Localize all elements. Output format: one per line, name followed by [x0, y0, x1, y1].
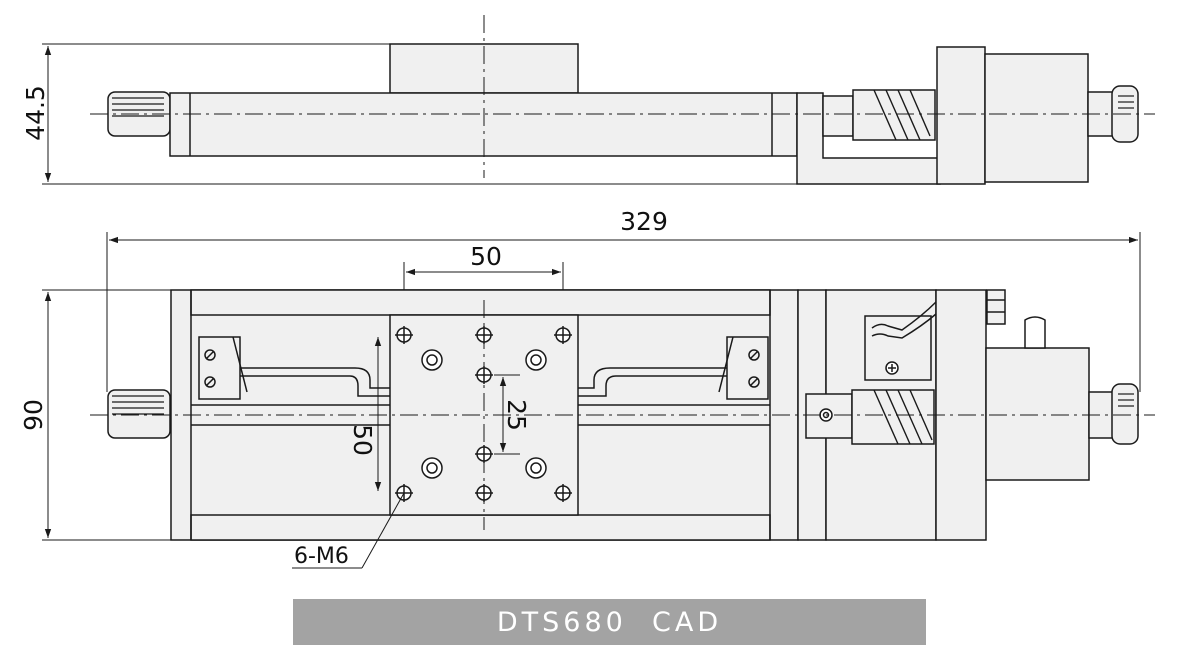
cad-drawing: 44.5	[19, 15, 1155, 569]
dim-text-overall-width: 90	[19, 399, 48, 431]
left-slot	[240, 367, 390, 389]
side-motor-body	[984, 53, 1089, 183]
hole	[554, 326, 572, 344]
right-limit-block	[726, 336, 769, 400]
dim-overall-width	[42, 289, 172, 541]
side-motor-flange	[936, 46, 986, 185]
dim-text-hole-spacing-x: 50	[470, 242, 502, 271]
motor-body	[985, 347, 1090, 481]
caption-title: DTS680 CAD	[496, 606, 723, 638]
top-view: 329 90 50	[19, 207, 1155, 569]
hole-callout-text: 6-M6	[294, 544, 349, 569]
caption-bar: DTS680 CAD	[293, 599, 926, 645]
coupling	[851, 389, 935, 445]
dim-text-side-height: 44.5	[21, 85, 50, 141]
dim-text-overall-length: 329	[620, 207, 668, 236]
motor-connector	[986, 289, 1006, 325]
motor-cable	[1024, 316, 1046, 349]
dim-text-hole-spacing-y: 50	[348, 424, 377, 456]
counterbored-holes	[421, 349, 547, 479]
dim-overall-length	[106, 232, 1141, 392]
left-limit-block	[198, 336, 241, 400]
dim-side-height	[42, 43, 800, 185]
side-view: 44.5	[21, 15, 1155, 185]
side-coupling-small	[822, 95, 854, 137]
hole	[395, 326, 413, 344]
side-coupling	[852, 89, 936, 141]
top-center-lines	[90, 300, 1155, 530]
hole-callout-leader	[292, 492, 405, 569]
motor-knob	[1111, 383, 1139, 445]
right-slot	[578, 367, 727, 389]
side-center-lines	[90, 15, 1155, 178]
hole	[554, 484, 572, 502]
